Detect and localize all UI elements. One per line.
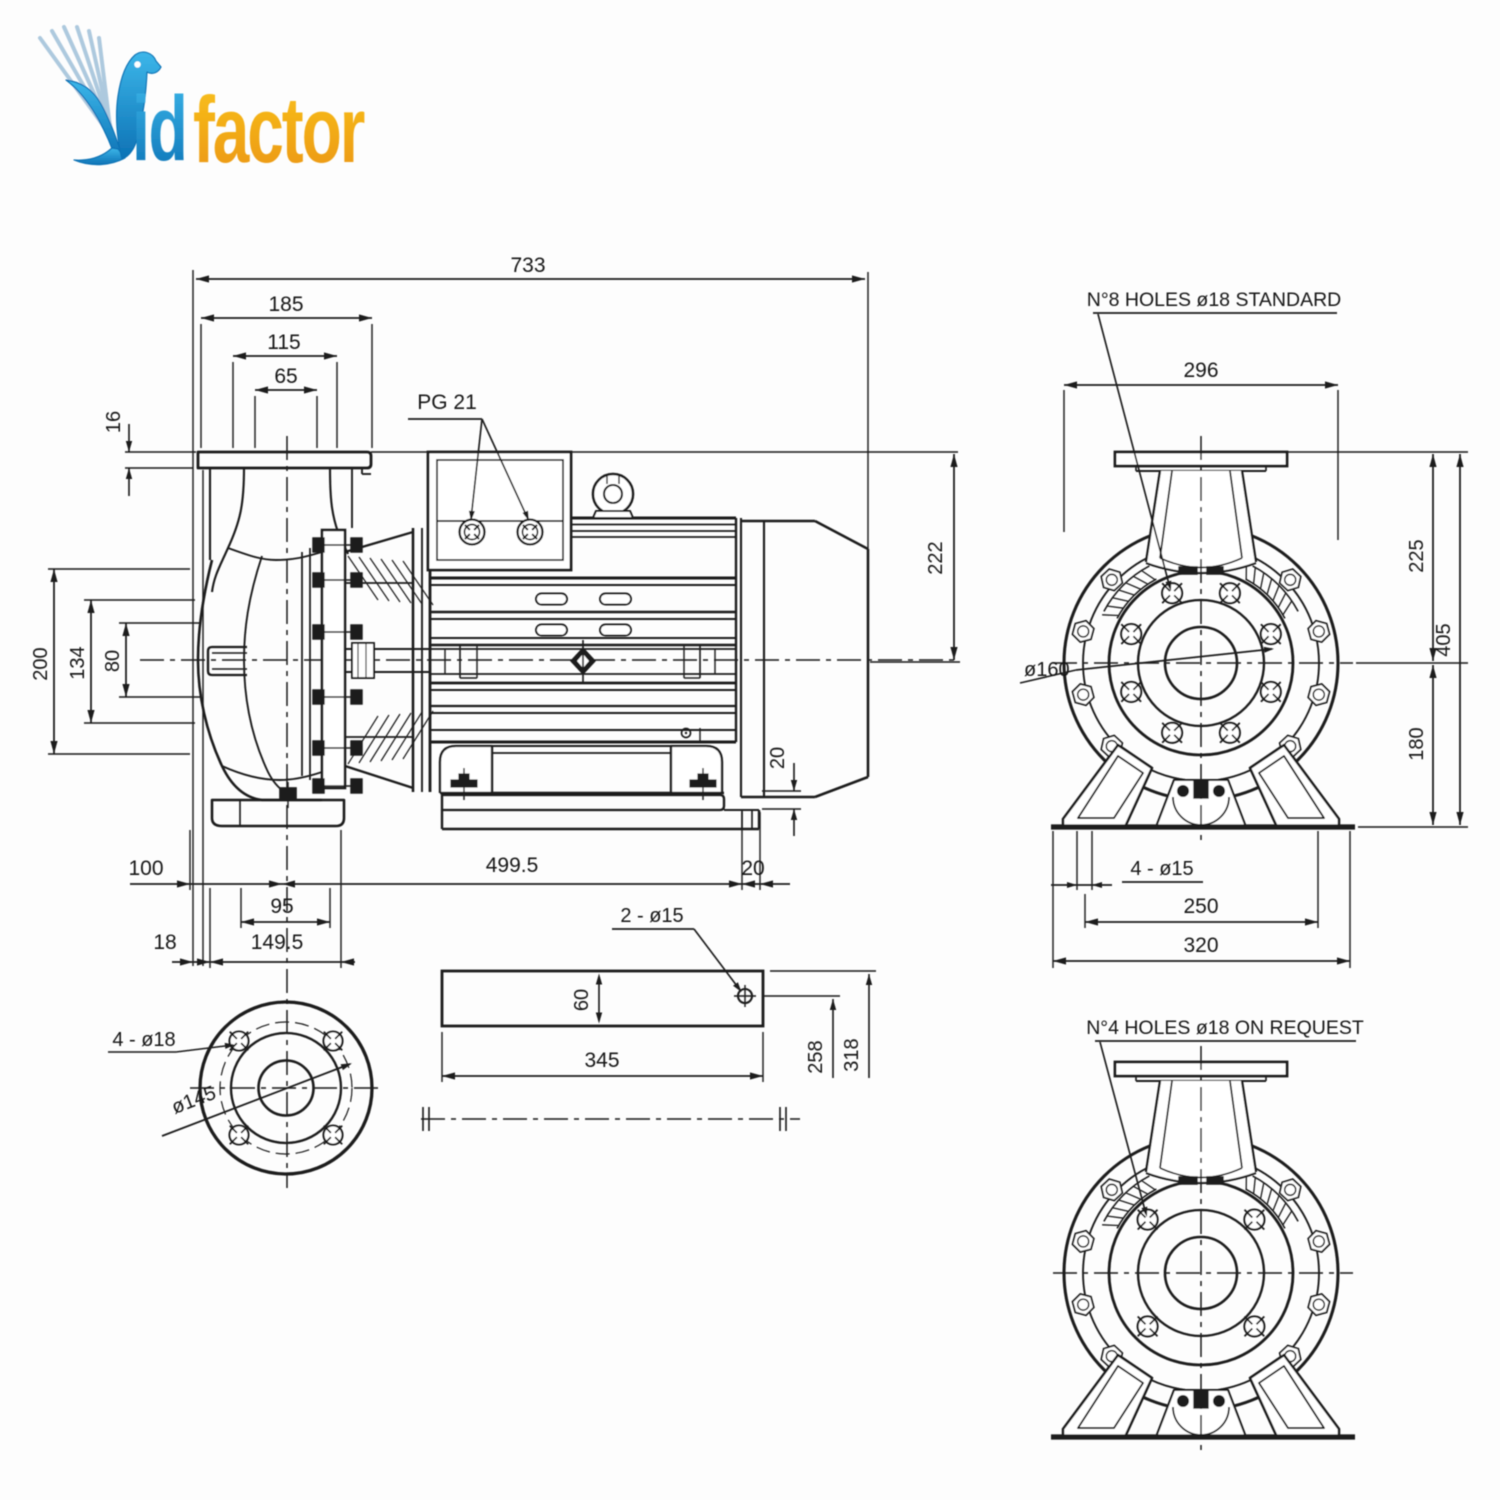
svg-text:factor: factor [193, 79, 365, 183]
svg-text:225: 225 [1406, 539, 1428, 572]
svg-text:296: 296 [1183, 359, 1218, 382]
svg-text:N°8 HOLES ø18 STANDARD: N°8 HOLES ø18 STANDARD [1087, 289, 1342, 311]
svg-text:185: 185 [268, 293, 303, 316]
svg-text:20: 20 [767, 747, 789, 769]
svg-text:65: 65 [274, 365, 297, 388]
svg-text:345: 345 [584, 1049, 619, 1072]
svg-text:318: 318 [841, 1038, 863, 1071]
svg-text:id: id [132, 77, 186, 180]
svg-text:PG 21: PG 21 [417, 391, 477, 414]
svg-text:18: 18 [153, 931, 176, 954]
svg-text:134: 134 [67, 646, 89, 679]
svg-text:ø160: ø160 [1024, 659, 1070, 681]
svg-text:60: 60 [571, 989, 593, 1011]
svg-text:16: 16 [103, 411, 125, 433]
svg-text:115: 115 [267, 331, 300, 354]
svg-text:499.5: 499.5 [486, 854, 539, 877]
svg-text:222: 222 [925, 541, 947, 574]
svg-text:95: 95 [270, 895, 293, 918]
svg-text:4 - ø18: 4 - ø18 [112, 1029, 175, 1051]
svg-text:258: 258 [805, 1040, 827, 1073]
svg-text:100: 100 [128, 857, 163, 880]
svg-text:200: 200 [30, 647, 52, 680]
svg-text:250: 250 [1183, 895, 1218, 918]
svg-text:N°4 HOLES ø18 ON REQUEST: N°4 HOLES ø18 ON REQUEST [1086, 1017, 1364, 1039]
svg-text:2 - ø15: 2 - ø15 [620, 905, 683, 927]
svg-text:20: 20 [741, 857, 764, 880]
svg-text:149.5: 149.5 [251, 931, 304, 954]
svg-text:733: 733 [510, 254, 545, 277]
svg-text:180: 180 [1406, 727, 1428, 760]
svg-text:4 - ø15: 4 - ø15 [1130, 858, 1193, 880]
svg-text:320: 320 [1183, 934, 1218, 957]
svg-text:80: 80 [102, 650, 124, 672]
svg-text:405: 405 [1433, 623, 1455, 656]
